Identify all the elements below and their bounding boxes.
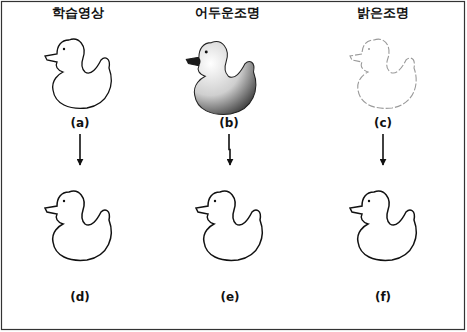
panel-label: (d) [40, 290, 120, 304]
image-panel: (d) [40, 166, 120, 306]
duck-figure [45, 191, 111, 260]
image-panel: (f) [343, 166, 423, 306]
image-panel: (c) [343, 28, 423, 132]
duck-figure [196, 191, 262, 260]
duck-figure [350, 191, 416, 260]
duck-figure-dark [186, 42, 256, 115]
image-panel: (e) [190, 166, 270, 306]
panel-label: (b) [189, 116, 269, 130]
image-panel: (a) [40, 28, 120, 132]
column-heading: 밝은조명 [357, 4, 409, 22]
image-panel: (b) [189, 28, 269, 132]
duck-figure [45, 39, 111, 108]
column-heading: 학습영상 [52, 4, 104, 22]
duck-figure-bright [350, 39, 416, 108]
arrow-connector [79, 134, 81, 165]
arrow-connector [229, 134, 230, 165]
panel-label: (c) [343, 116, 423, 130]
frame [2, 2, 465, 330]
panel-label: (e) [190, 290, 270, 304]
panel-label: (a) [40, 116, 120, 130]
column-heading: 어두운조명 [195, 4, 260, 22]
panel-label: (f) [343, 290, 423, 304]
arrow-connector [382, 134, 384, 165]
